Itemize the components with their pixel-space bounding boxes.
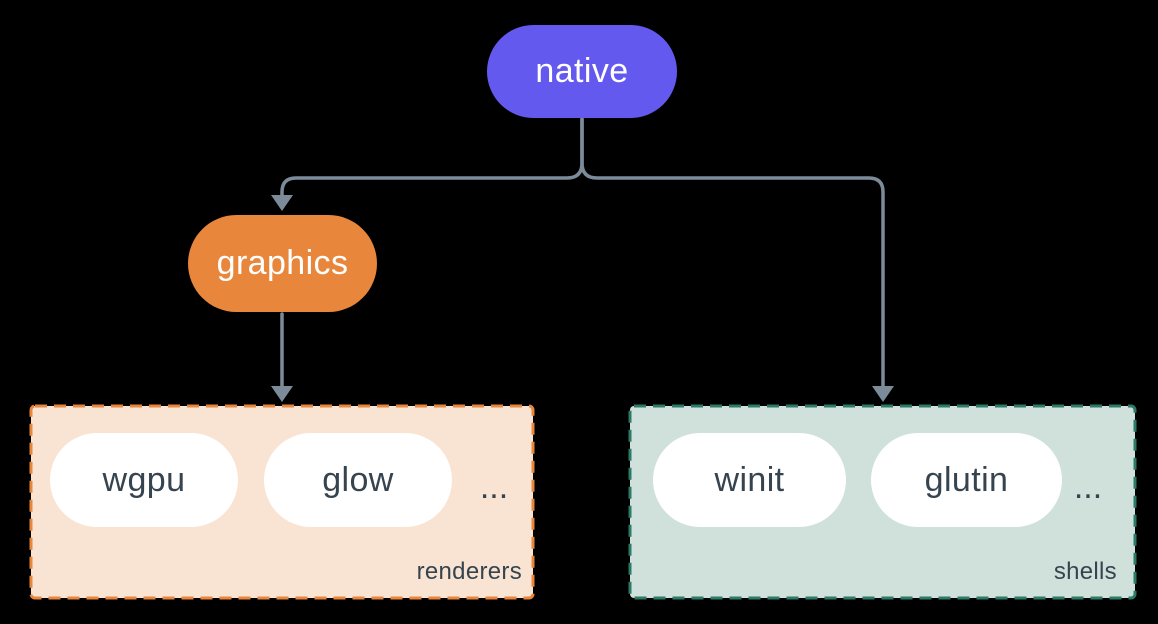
group-renderers-label: renderers <box>416 558 522 585</box>
arrowhead-renderers-icon <box>271 386 293 402</box>
shells-ellipsis: ... <box>1073 467 1103 506</box>
node-graphics-label: graphics <box>216 244 349 282</box>
node-glow: glow <box>264 433 452 527</box>
node-wgpu-label: wgpu <box>102 460 186 499</box>
node-glutin: glutin <box>871 433 1062 527</box>
node-native: native <box>487 25 677 118</box>
group-shells-label: shells <box>1053 558 1117 585</box>
renderers-ellipsis: ... <box>479 467 509 506</box>
node-winit-label: winit <box>714 460 785 499</box>
node-winit: winit <box>653 433 846 527</box>
node-glow-label: glow <box>322 460 394 499</box>
arrowhead-graphics-icon <box>271 195 293 211</box>
node-wgpu: wgpu <box>50 433 238 527</box>
connector-native-to-shells <box>580 117 885 389</box>
node-native-label: native <box>535 52 629 90</box>
arrowhead-shells-icon <box>872 386 894 402</box>
node-graphics: graphics <box>188 215 377 312</box>
connector-native-to-graphics <box>280 117 584 198</box>
node-glutin-label: glutin <box>924 460 1009 499</box>
